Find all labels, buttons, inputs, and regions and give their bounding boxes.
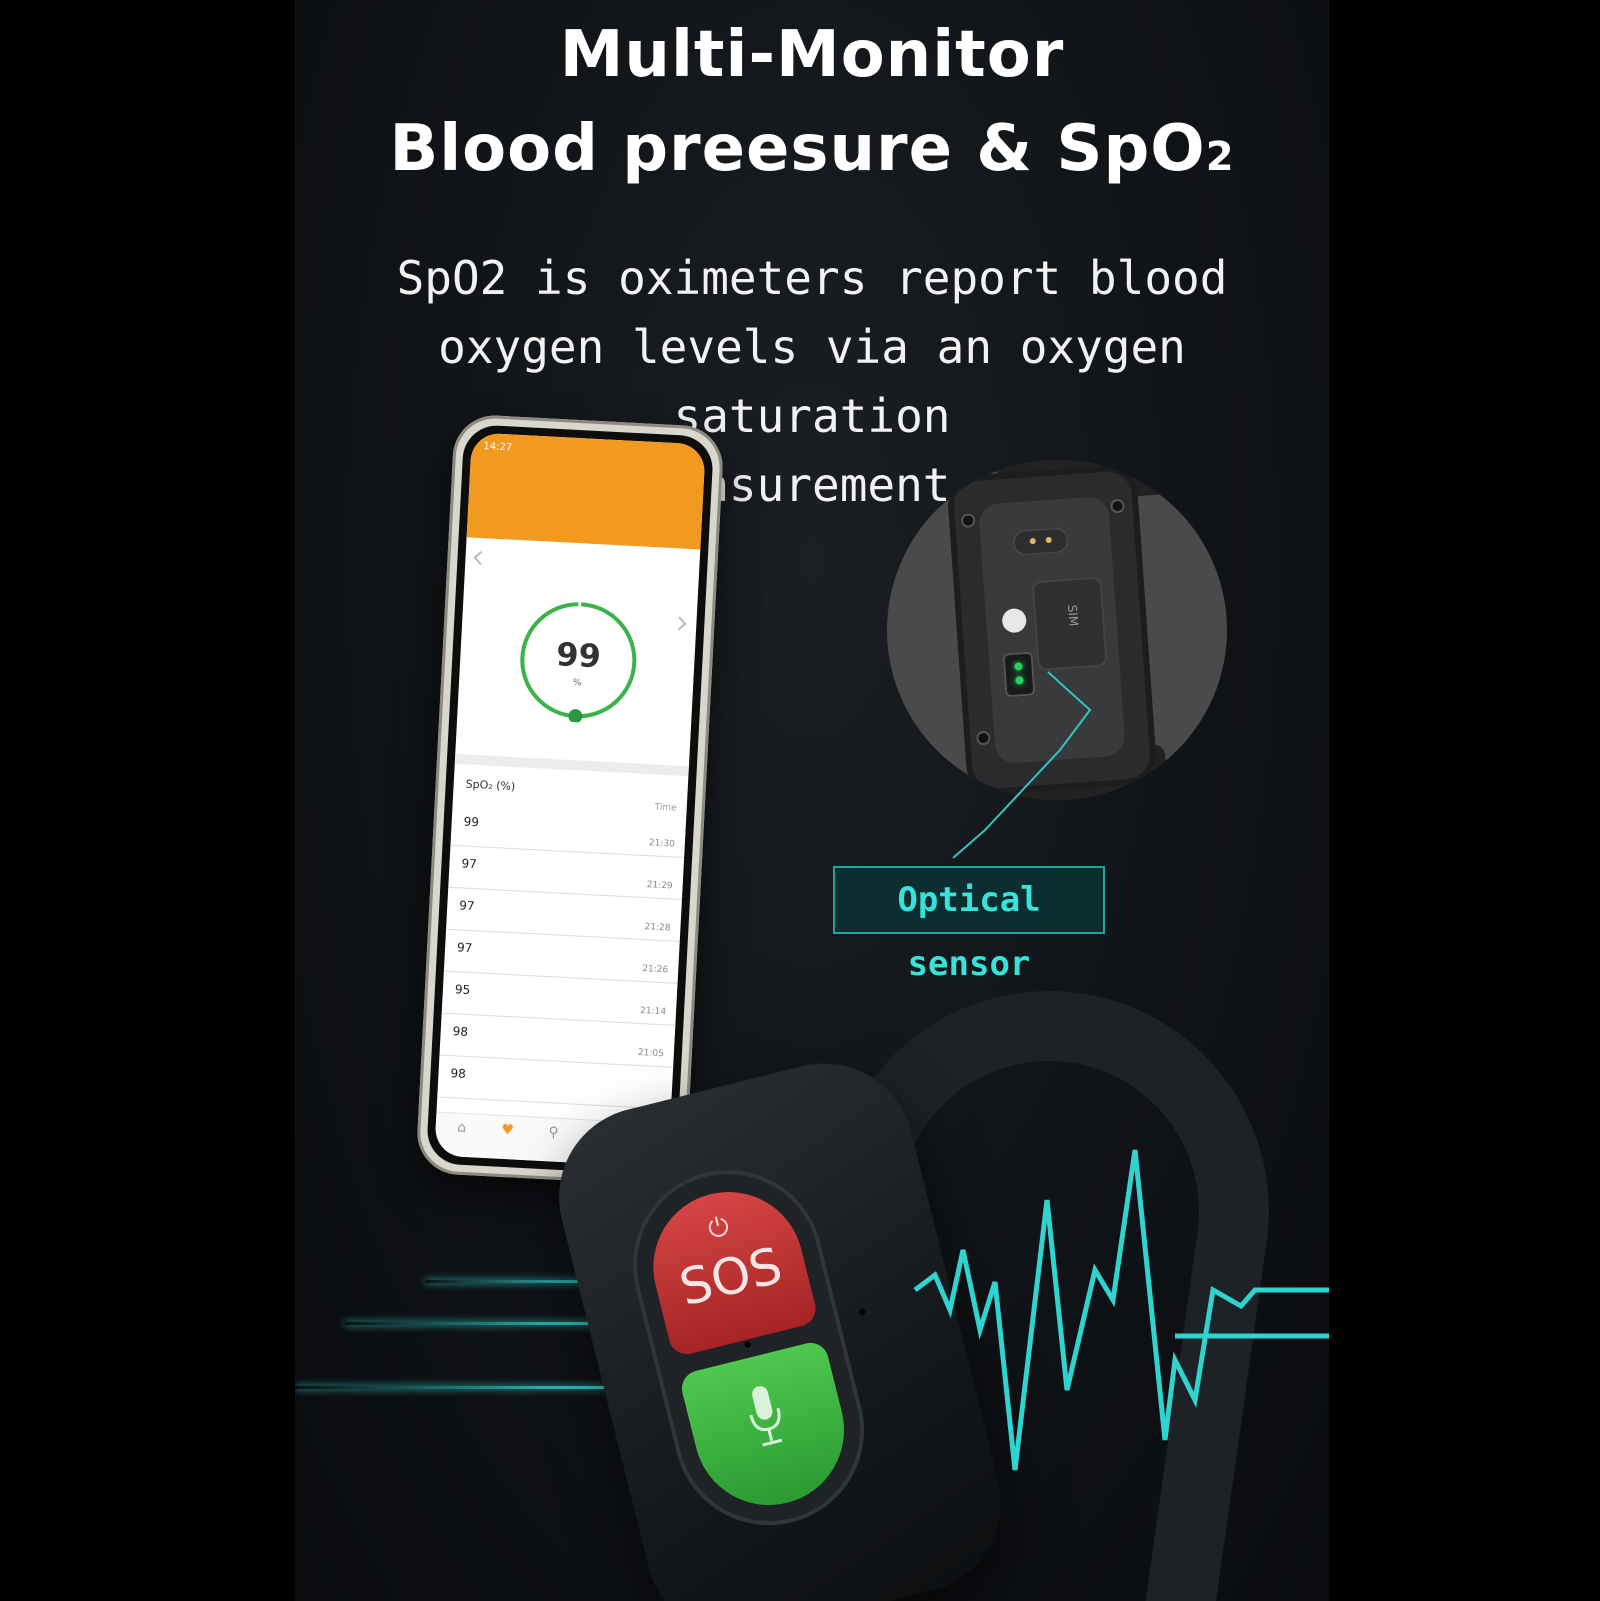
accent-line — [295, 1386, 605, 1389]
heart-icon: ♥ — [500, 1121, 515, 1139]
headline-line-2: Blood preesure & SpO2 — [295, 112, 1329, 186]
list-header: SpO₂ (%) — [465, 777, 516, 794]
reading-time: 21:29 — [646, 880, 673, 892]
speaker-hole — [858, 1308, 866, 1316]
reading-value: 97 — [458, 898, 475, 914]
back-arrow-icon[interactable] — [473, 550, 488, 566]
accent-line — [425, 1280, 600, 1283]
reading-time: 21:30 — [648, 838, 676, 850]
description: SpO2 is oximeters report blood oxygen le… — [315, 244, 1309, 520]
optical-sensor-label: Optical sensor — [833, 866, 1105, 984]
time-column-header: Time — [654, 802, 677, 814]
description-line-2: oxygen levels via an oxygen saturation — [438, 320, 1186, 443]
gauge-ring — [520, 602, 637, 724]
app-header: 14:27 — [466, 432, 706, 550]
reading-value: 97 — [456, 940, 473, 956]
description-line-1: SpO2 is oximeters report blood — [396, 251, 1228, 305]
side-button — [1001, 607, 1028, 634]
headline-line-1: Multi-Monitor — [559, 18, 1065, 92]
nav-home[interactable]: ⌂ — [441, 1119, 482, 1137]
accent-line — [345, 1322, 600, 1325]
home-icon: ⌂ — [456, 1119, 467, 1137]
optical-sensor — [1002, 651, 1036, 698]
button-plate: ⏻ SOS — [612, 1149, 885, 1546]
watch-back-case: SIM — [946, 463, 1158, 797]
sensor-led-icon — [1015, 676, 1024, 685]
phone-screen: 14:27 99 % SpO₂ (%) Time 99 21:30 97 21:29… — [434, 432, 706, 1168]
reading-value: 95 — [454, 982, 471, 998]
gauge-value: 99 — [555, 635, 602, 676]
microphone-icon — [749, 1386, 783, 1447]
screw-icon — [962, 515, 974, 526]
pin-icon — [1029, 537, 1036, 545]
sim-label: SIM — [1065, 604, 1081, 627]
screw-icon — [978, 732, 989, 744]
pin-icon — [1045, 536, 1052, 544]
product-banner: Multi-Monitor Blood preesure & SpO2 SpO2… — [295, 0, 1329, 1601]
charging-pins — [1011, 526, 1070, 557]
sim-cover: SIM — [1031, 576, 1108, 672]
sos-button[interactable]: ⏻ SOS — [637, 1176, 820, 1358]
location-pin-icon: ⚲ — [548, 1124, 560, 1141]
nav-location[interactable]: ⚲ — [533, 1124, 574, 1142]
reading-value: 98 — [452, 1024, 469, 1039]
reading-value: 97 — [461, 856, 478, 872]
sensor-led-icon — [1014, 662, 1023, 671]
reading-value: 98 — [450, 1066, 467, 1081]
smartphone: 14:27 99 % SpO₂ (%) Time 99 21:30 97 21:29… — [415, 413, 725, 1187]
spo2-gauge: 99 % — [513, 595, 643, 725]
section-divider — [454, 753, 689, 777]
reading-time: 21:26 — [642, 964, 669, 976]
voice-button[interactable] — [678, 1339, 860, 1521]
watch-back-closeup: SIM — [887, 460, 1227, 800]
microphone-hole — [744, 1341, 752, 1349]
reading-time: 21:14 — [639, 1005, 667, 1018]
watch-body: ⏻ SOS — [540, 1044, 1020, 1601]
gauge-indicator-dot — [568, 709, 583, 724]
headline-line-2-text: Blood preesure & SpO — [389, 112, 1206, 186]
reading-time: 21:28 — [644, 922, 671, 934]
forward-arrow-icon[interactable] — [672, 616, 687, 631]
nav-health[interactable]: ♥ — [487, 1121, 528, 1139]
screw-icon — [1112, 500, 1123, 512]
reading-time: 21:05 — [637, 1047, 665, 1060]
back-panel: SIM — [978, 495, 1126, 765]
headline-subscript: 2 — [1205, 134, 1235, 180]
reading-value: 99 — [463, 814, 480, 830]
status-time: 14:27 — [483, 440, 513, 454]
